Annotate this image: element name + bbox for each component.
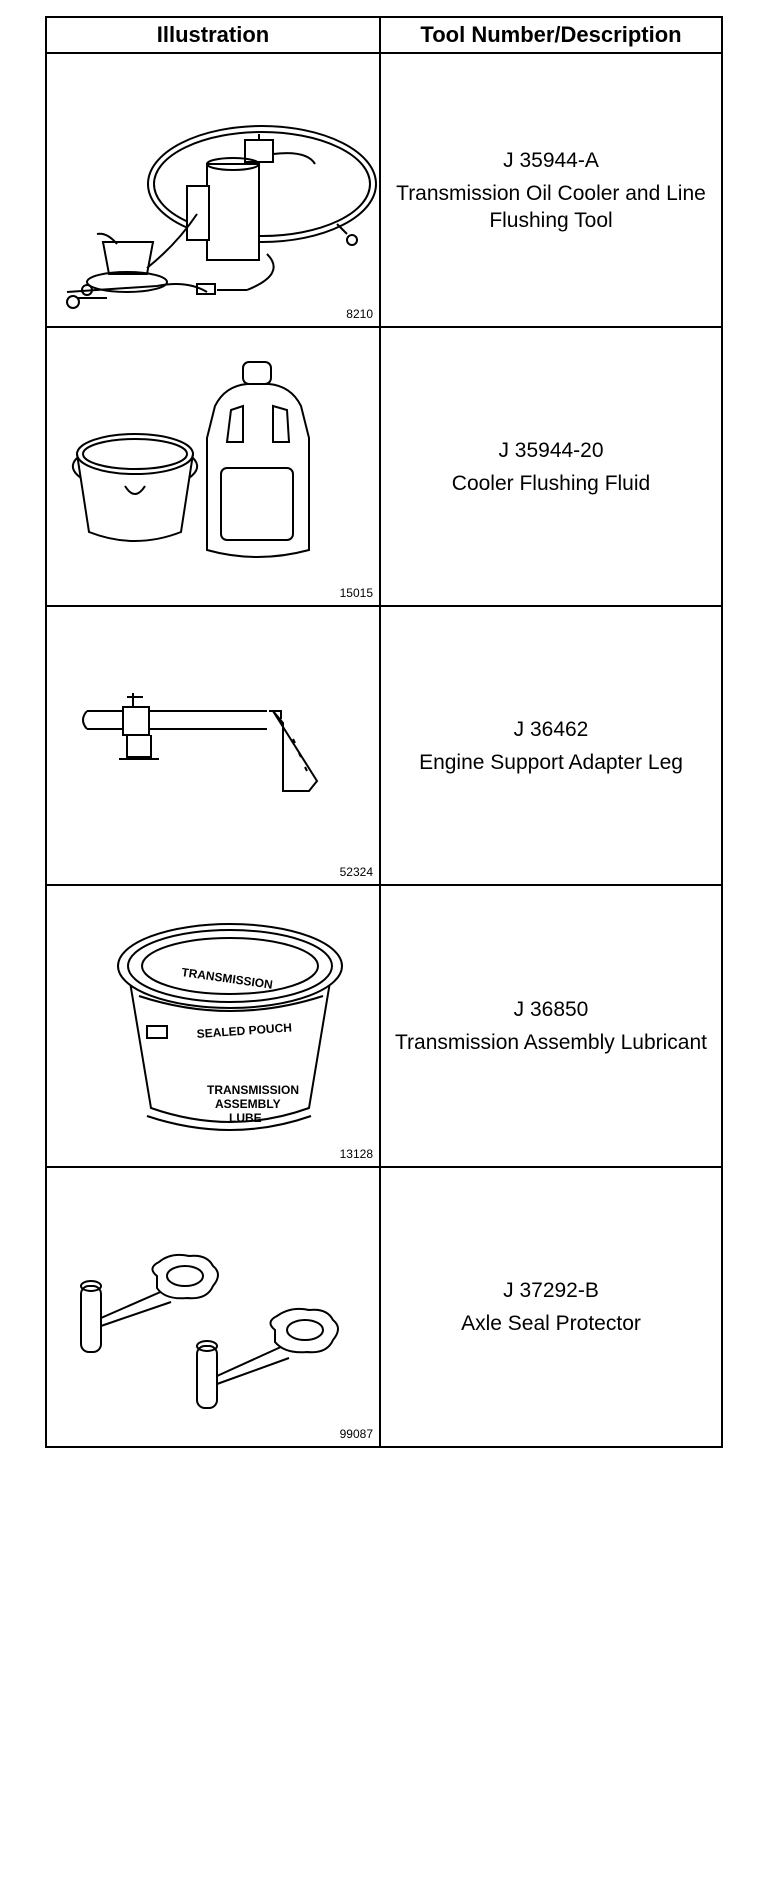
header-tool-description: Tool Number/Description [379,16,723,54]
illustration-cell: 52324 [45,605,381,886]
illustration-cell: 15015 [45,326,381,607]
figure-number: 15015 [339,586,373,600]
description-cell: J 35944-20 Cooler Flushing Fluid [379,326,723,607]
lubricant-tub-icon: TRANSMISSION SEALED POUCH TRANSMISSION A… [117,923,343,1131]
header-illustration: Illustration [45,16,381,54]
illustration-cell: 99087 [45,1166,381,1448]
table-row: 15015 J 35944-20 Cooler Flushing Fluid [45,326,723,607]
special-tools-table: Illustration Tool Number/Description [45,16,723,1448]
illustration-cell: TRANSMISSION SEALED POUCH TRANSMISSION A… [45,884,381,1168]
table-header-row: Illustration Tool Number/Description [45,16,723,54]
figure-number: 8210 [346,307,373,321]
adapter-leg-icon [82,693,319,792]
description-cell: J 36462 Engine Support Adapter Leg [379,605,723,886]
figure-number: 13128 [339,1147,373,1161]
tub-label-line-2: ASSEMBLY [215,1097,281,1111]
tub-label-line-1: TRANSMISSION [207,1083,299,1097]
tool-description: Axle Seal Protector [461,1312,641,1335]
description-cell: J 37292-B Axle Seal Protector [379,1166,723,1448]
tool-number: J 36850 [513,998,589,1021]
table-row: 99087 J 37292-B Axle Seal Protector [45,1166,723,1448]
tool-description: Transmission Oil Cooler and Line Flushin… [396,181,706,232]
tub-label-line-3: LUBE [229,1111,262,1125]
table-row: 8210 J 35944-A Transmission Oil Cooler a… [45,52,723,328]
tool-number: J 35944-A [503,148,599,172]
tool-description: Cooler Flushing Fluid [451,471,651,495]
tool-description: Transmission Assembly Lubricant [394,1031,707,1054]
tool-description: Engine Support Adapter Leg [419,750,683,774]
sealed-pouch-text: SEALED POUCH [196,1020,292,1041]
table-row: 52324 J 36462 Engine Support Adapter Leg [45,605,723,886]
figure-number: 52324 [339,865,373,879]
tool-number: J 37292-B [503,1279,599,1302]
table-row: TRANSMISSION SEALED POUCH TRANSMISSION A… [45,884,723,1168]
tool-number: J 36462 [513,717,589,741]
figure-number: 99087 [339,1427,373,1441]
seal-protector-icon [80,1253,339,1409]
illustration-cell: 8210 [45,52,381,328]
tool-number: J 35944-20 [498,438,604,462]
flushing-fluid-icon [71,361,310,558]
description-cell: J 36850 Transmission Assembly Lubricant [379,884,723,1168]
flushing-tool-icon [66,125,377,309]
description-cell: J 35944-A Transmission Oil Cooler and Li… [379,52,723,328]
